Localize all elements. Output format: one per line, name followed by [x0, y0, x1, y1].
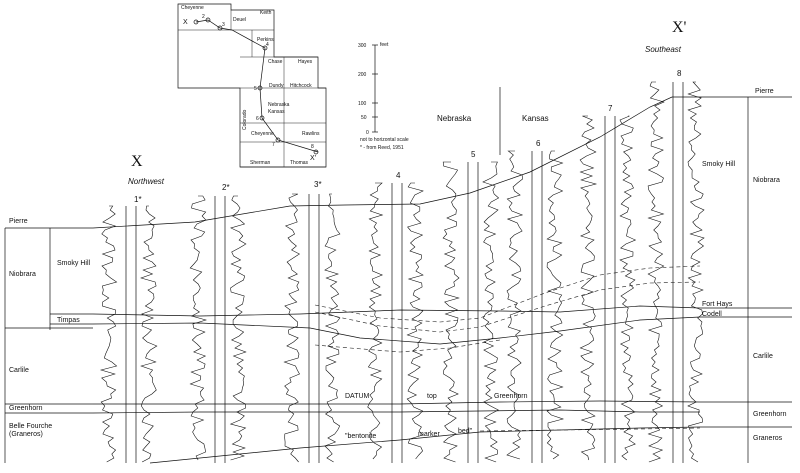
map-point-3: 3 [222, 22, 225, 28]
well-log-curve [283, 193, 300, 463]
scale-tick-0: 0 [366, 130, 369, 136]
map-county-9: Kansas [268, 109, 285, 115]
map-point-7: 7 [272, 142, 275, 148]
well-log-curve [324, 193, 341, 463]
well-log-curve [482, 161, 500, 463]
greenhorn-annotation: Greenhorn [494, 393, 528, 400]
right-column: Pierre Niobrara Carlile Greenhorn Graner… [700, 88, 792, 463]
left-member-timpas: Timpas [57, 317, 80, 324]
map-county-8: Nebraska [268, 102, 290, 108]
map-county-4: Chase [268, 59, 283, 65]
well-log-curve [647, 81, 665, 463]
map-point-2: 2 [202, 14, 205, 20]
kansas-label: Kansas [522, 114, 549, 123]
scale-tick-50: 50 [361, 115, 367, 121]
well-log-curve [546, 150, 565, 460]
right-member-fort-hays: Fort Hays [702, 301, 733, 308]
map-county-10: Colorado [242, 109, 248, 130]
scale-tick-300: 300 [358, 43, 367, 49]
left-formation-graneros: (Graneros) [9, 431, 43, 438]
map-county-2: Deuel [233, 17, 246, 23]
endpoint-x-label: X [131, 153, 143, 170]
northwest-label: Northwest [128, 177, 165, 186]
scale-tick-200: 200 [358, 72, 367, 78]
map-point-4: 4 [266, 42, 269, 48]
scale-unit: feet [380, 42, 389, 48]
well-log-curve [406, 182, 424, 460]
well-log-curve [189, 195, 207, 461]
endpoint-x-prime-label: X' [672, 19, 687, 36]
map-county-5: Hayes [298, 59, 313, 65]
southeast-label: Southeast [645, 45, 682, 54]
map-endpoint-right: X' [310, 155, 316, 162]
scale-note-2: * - from Reed, 1951 [360, 145, 404, 151]
right-member-codell: Codell [702, 311, 722, 318]
well-label-2: 2* [222, 183, 230, 192]
left-formation-pierre: Pierre [9, 218, 28, 225]
map-county-1: Keith [260, 10, 272, 16]
nebraska-label: Nebraska [437, 114, 472, 123]
index-map: Cheyenne Keith Deuel Perkins Chase Hayes… [177, 3, 327, 168]
map-county-12: Rawlins [302, 131, 320, 137]
right-formation-niobrara: Niobrara [753, 177, 780, 184]
left-formation-greenhorn: Greenhorn [9, 405, 43, 412]
well-label-4: 4 [396, 171, 401, 180]
well-label-5: 5 [471, 150, 476, 159]
well-log-curve [506, 150, 524, 460]
scale-tick-100: 100 [358, 101, 367, 107]
left-formation-niobrara: Niobrara [9, 271, 36, 278]
top-label: top [427, 393, 437, 400]
well-label-6: 6 [536, 139, 541, 148]
vertical-scale: feet 300 200 100 50 0 not to horizontal … [358, 42, 409, 151]
map-point-8: 8 [311, 144, 314, 150]
map-county-13: Sherman [250, 160, 271, 166]
well-log-curve [687, 81, 705, 463]
well-label-7: 7 [608, 104, 613, 113]
marker-label: marker [418, 431, 440, 438]
right-member-smoky-hill: Smoky Hill [702, 161, 736, 168]
map-county-6: Dundy [269, 83, 284, 89]
map-endpoint-left: X [183, 19, 188, 26]
well-log-curve [579, 115, 598, 461]
bentonite-label: "bentonite [345, 433, 376, 440]
well-log-curve [229, 195, 247, 461]
right-formation-greenhorn: Greenhorn [753, 411, 787, 418]
well-log-curve [619, 115, 637, 461]
right-formation-graneros: Graneros [753, 435, 783, 442]
correlation-lines [92, 96, 701, 464]
bed-label: bed" [458, 428, 473, 435]
left-formation-carlile: Carlile [9, 367, 29, 374]
map-county-3: Perkins [257, 37, 274, 43]
map-county-11: Cheyenne [251, 131, 274, 137]
well-log-curve [442, 161, 460, 463]
left-member-smoky-hill: Smoky Hill [57, 260, 91, 267]
datum-label: DATUM [345, 393, 370, 400]
right-formation-carlile: Carlile [753, 353, 773, 360]
well-label-3: 3* [314, 180, 322, 189]
map-county-0: Cheyenne [181, 5, 204, 11]
map-point-6: 6 [256, 116, 259, 122]
right-formation-pierre: Pierre [755, 88, 774, 95]
well-logs [99, 81, 705, 463]
well-log-curve [367, 182, 384, 460]
map-county-7: Hitchcock [290, 83, 312, 89]
well-label-8: 8 [677, 69, 682, 78]
left-formation-belle-fourche: Belle Fourche [9, 423, 52, 430]
scale-note-1: not to horizontal scale [360, 137, 409, 143]
map-county-14: Thomas [290, 160, 309, 166]
well-log-curve [140, 205, 158, 463]
left-column: Pierre Niobrara Carlile Greenhorn Belle … [4, 218, 93, 463]
map-point-5: 5 [254, 86, 257, 92]
well-log-curve [99, 205, 118, 463]
well-label-1: 1* [134, 195, 142, 204]
